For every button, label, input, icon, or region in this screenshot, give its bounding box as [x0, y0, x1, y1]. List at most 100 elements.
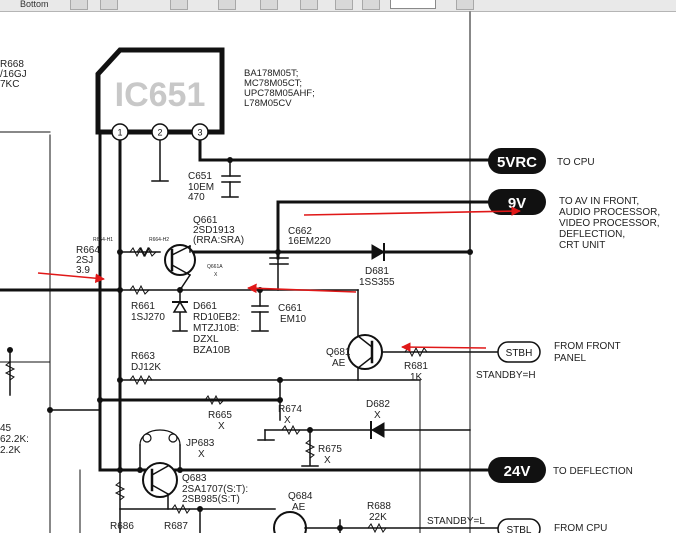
ic-pin-1: 1	[117, 128, 122, 138]
label-q661: Q661 2SD1913 (RRA:SRA)	[193, 215, 244, 246]
label-r664-h1: R664-H1	[93, 237, 113, 243]
viewer-toolbar: Bottom	[0, 0, 676, 12]
ic-equiv-2: UPC78M05AHF;	[244, 88, 315, 99]
signal-stbh-label: STBH	[506, 348, 533, 359]
signal-stbh-dest-0: FROM FRONT	[554, 341, 621, 352]
snapshot-icon[interactable]	[170, 0, 188, 10]
select-tool-icon[interactable]	[100, 0, 118, 10]
rail-label-24v: 24V	[488, 457, 546, 483]
label-d681: D681 1SS355	[359, 266, 395, 288]
label-r688: R688 22K	[367, 501, 391, 523]
svg-text:AE: AE	[332, 358, 346, 369]
rail-9v-label: 9V	[508, 195, 526, 212]
rail-9v-dest-1: AUDIO PROCESSOR,	[559, 207, 660, 218]
rail-5vrc-label: 5VRC	[497, 154, 537, 171]
svg-text:45: 45	[0, 423, 12, 434]
svg-text:EM10: EM10	[280, 314, 307, 325]
svg-text:C662: C662	[288, 226, 312, 237]
ic-pin-3: 3	[197, 128, 202, 138]
svg-text:C661: C661	[278, 303, 302, 314]
svg-text:R668: R668	[0, 59, 24, 70]
svg-text:7KC: 7KC	[0, 79, 19, 90]
svg-text:1K: 1K	[410, 372, 423, 383]
svg-text:Q661: Q661	[193, 215, 218, 226]
label-d682: D682 X	[366, 399, 390, 421]
svg-text:MTZJ10B:: MTZJ10B:	[193, 323, 239, 334]
svg-text:R674: R674	[278, 404, 302, 415]
signal-stbh: STBH	[497, 341, 541, 363]
svg-text:R665: R665	[208, 410, 232, 421]
svg-text:2SB985(S:T): 2SB985(S:T)	[182, 494, 240, 505]
svg-text:R688: R688	[367, 501, 391, 512]
svg-text:C651: C651	[188, 171, 212, 182]
signal-stbl-label: STBL	[506, 525, 531, 533]
svg-text:R664: R664	[76, 245, 100, 256]
svg-text:22K: 22K	[369, 512, 387, 523]
hand-tool-icon[interactable]	[70, 0, 88, 10]
rail-label-5vrc: 5VRC	[488, 148, 546, 174]
svg-text:D661: D661	[193, 301, 217, 312]
svg-text:62.2K:: 62.2K:	[0, 434, 29, 445]
svg-text:X: X	[198, 449, 205, 460]
rotate-icon[interactable]	[362, 0, 380, 10]
svg-text:2SJ: 2SJ	[76, 255, 93, 266]
label-q683: Q683 2SA1707(S:T): 2SB985(S:T)	[182, 473, 248, 505]
svg-text:1SJ270: 1SJ270	[131, 312, 165, 323]
zoom-field[interactable]	[390, 0, 436, 9]
svg-text:16EM220: 16EM220	[288, 236, 331, 247]
svg-text:Q684: Q684	[288, 491, 313, 502]
svg-text:R681: R681	[404, 361, 428, 372]
svg-text:(RRA:SRA): (RRA:SRA)	[193, 235, 244, 246]
label-c661: C661 EM10	[278, 303, 307, 325]
label-r664: R664 2SJ 3.9	[76, 245, 100, 276]
svg-text:DZXL: DZXL	[193, 334, 219, 345]
svg-text:AE: AE	[292, 502, 306, 513]
label-d661: D661 RD10EB2: MTZJ10B: DZXL BZA10B	[193, 301, 240, 356]
svg-text:10EM: 10EM	[188, 182, 214, 193]
ic-title: IC651	[115, 76, 206, 114]
fit-width-icon[interactable]	[335, 0, 353, 10]
label-r663: R663 DJ12K	[131, 351, 161, 373]
svg-text:D682: D682	[366, 399, 390, 410]
svg-text:/16GJ: /16GJ	[0, 69, 27, 80]
label-r681: R681 1K	[404, 361, 428, 383]
label-r665: R665 X	[208, 410, 232, 432]
svg-text:X: X	[374, 410, 381, 421]
rail-9v-dest-0: TO AV IN FRONT,	[559, 196, 639, 207]
annotation-arrow-r664	[37, 272, 105, 283]
label-r686: R686	[110, 521, 134, 532]
toolbar-bottom-label[interactable]: Bottom	[20, 0, 49, 9]
label-jp683: JP683 X	[186, 438, 215, 460]
signal-stbl: STBL	[497, 518, 541, 533]
label-c662: C662 16EM220	[288, 226, 331, 247]
svg-text:2SA1707(S:T):: 2SA1707(S:T):	[182, 484, 248, 495]
annotation-arrow-9v	[303, 206, 521, 216]
svg-text:2.2K: 2.2K	[0, 445, 21, 456]
label-r675: R675 X	[318, 444, 342, 466]
ic-equiv-1: MC78M05CT;	[244, 78, 302, 89]
label-r664-h2: R664-H2	[149, 237, 169, 243]
signal-stbl-dest-0: FROM CPU	[554, 523, 607, 533]
svg-text:R663: R663	[131, 351, 155, 362]
ic-equiv-0: BA178M05T;	[244, 68, 298, 79]
zoom-in-icon[interactable]	[260, 0, 278, 10]
svg-text:2SD1913: 2SD1913	[193, 225, 235, 236]
label-r674: R674 X	[278, 404, 302, 426]
svg-text:D681: D681	[365, 266, 389, 277]
svg-text:1SS355: 1SS355	[359, 277, 395, 288]
annotation-arrow-base	[247, 283, 357, 294]
label-q661a: Q661A	[207, 264, 223, 270]
signal-stbh-dest-1: PANEL	[554, 353, 586, 364]
svg-text:R675: R675	[318, 444, 342, 455]
fit-page-icon[interactable]	[300, 0, 318, 10]
ic-equivalents: BA178M05T; MC78M05CT; UPC78M05AHF; L78M0…	[244, 68, 315, 109]
svg-text:R661: R661	[131, 301, 155, 312]
zoom-dropdown-icon[interactable]	[456, 0, 474, 10]
copy-icon[interactable]	[218, 0, 236, 10]
svg-text:470: 470	[188, 192, 205, 203]
rail-9v-dest-3: DEFLECTION,	[559, 229, 625, 240]
label-q661a-x: X	[214, 272, 218, 278]
svg-text:Q683: Q683	[182, 473, 207, 484]
rail-9v-dest-4: CRT UNIT	[559, 240, 605, 251]
